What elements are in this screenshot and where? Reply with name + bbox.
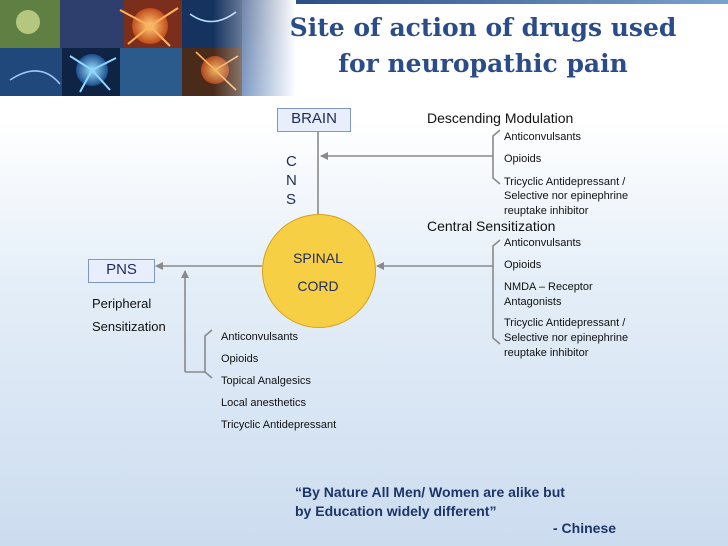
peripheral-line-2: Sensitization	[92, 315, 166, 338]
quote: “By Nature All Men/ Women are alike but …	[295, 483, 565, 521]
list-item: reuptake inhibitor	[504, 347, 588, 360]
cns-letter: N	[286, 171, 297, 190]
brain-box: BRAIN	[277, 108, 351, 132]
list-item: Tricyclic Antidepressant /	[504, 317, 625, 330]
peripheral-sensitization-label: Peripheral Sensitization	[92, 292, 166, 338]
descending-bracket	[493, 130, 500, 184]
list-item: Tricyclic Antidepressant /	[504, 176, 625, 189]
list-item: NMDA – Receptor	[504, 281, 593, 294]
spinal-cord-line-1: SPINAL	[262, 244, 374, 272]
list-item: Anticonvulsants	[504, 131, 581, 144]
list-item: Antagonists	[504, 296, 561, 309]
quote-line-1: “By Nature All Men/ Women are alike but	[295, 483, 565, 502]
spinal-cord-label: SPINAL CORD	[262, 244, 374, 300]
cns-label: C N S	[286, 152, 297, 209]
cns-letter: C	[286, 152, 297, 171]
quote-author: - Chinese	[553, 520, 616, 536]
list-item: reuptake inhibitor	[504, 205, 588, 218]
quote-line-2: by Education widely different”	[295, 502, 565, 521]
list-item: Topical Analgesics	[221, 375, 311, 388]
peripheral-bracket	[205, 330, 212, 378]
central-heading: Central Sensitization	[427, 218, 555, 234]
descending-heading: Descending Modulation	[427, 110, 573, 126]
list-item: Tricyclic Antidepressant	[221, 419, 336, 432]
pns-box: PNS	[88, 259, 155, 283]
list-item: Selective nor epinephrine	[504, 190, 628, 203]
list-item: Selective nor epinephrine	[504, 332, 628, 345]
brain-label: BRAIN	[291, 110, 337, 127]
list-item: Opioids	[504, 153, 541, 166]
list-item: Opioids	[221, 353, 258, 366]
list-item: Anticonvulsants	[221, 331, 298, 344]
cns-letter: S	[286, 190, 297, 209]
central-bracket	[493, 240, 500, 344]
peripheral-line-1: Peripheral	[92, 292, 166, 315]
spinal-cord-line-2: CORD	[262, 272, 374, 300]
list-item: Opioids	[504, 259, 541, 272]
list-item: Local anesthetics	[221, 397, 306, 410]
pns-label: PNS	[106, 261, 137, 278]
list-item: Anticonvulsants	[504, 237, 581, 250]
